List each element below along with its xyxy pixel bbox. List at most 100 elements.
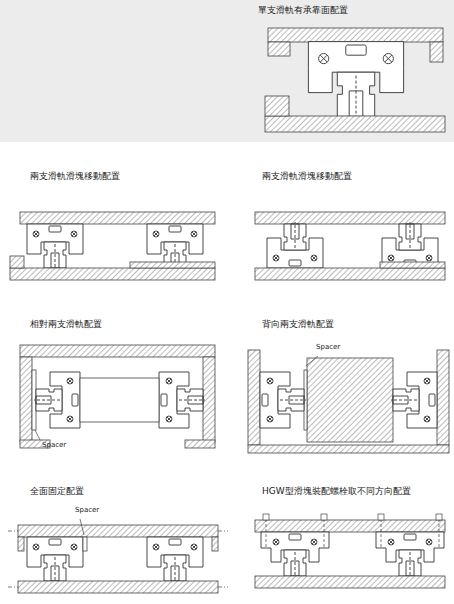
grease-nipple bbox=[404, 534, 416, 540]
bolt-hole bbox=[311, 255, 317, 261]
hatched-plate bbox=[255, 576, 445, 588]
bolt-cross bbox=[68, 379, 72, 383]
hatched-plate bbox=[20, 212, 215, 224]
bolt-hole bbox=[153, 544, 159, 550]
bolt-hole bbox=[191, 231, 197, 237]
bolt-cross bbox=[389, 256, 393, 260]
panel-title: 兩支滑軌滑塊移動配置 bbox=[262, 172, 352, 182]
hatched-plate bbox=[20, 357, 32, 442]
bolt-hole bbox=[311, 539, 317, 545]
bolt-hole bbox=[191, 544, 197, 550]
hatched-plate bbox=[248, 350, 260, 445]
guide-unit bbox=[382, 222, 438, 268]
center-line bbox=[295, 222, 296, 248]
grease-nipple bbox=[49, 226, 61, 232]
center-line bbox=[55, 244, 56, 270]
leader-line bbox=[80, 519, 84, 535]
bolt-head bbox=[263, 514, 269, 520]
hatched-plate bbox=[203, 357, 215, 442]
panel-title: 相對兩支滑軌配置 bbox=[30, 320, 102, 330]
hatched-plate bbox=[248, 445, 449, 453]
guide-unit bbox=[376, 532, 444, 578]
center-line bbox=[356, 76, 357, 120]
panel-title: 全面固定配置 bbox=[30, 487, 84, 497]
hatched-plate bbox=[10, 268, 215, 280]
bolt-cross bbox=[320, 55, 327, 62]
center-line bbox=[280, 400, 306, 401]
hatched-plate bbox=[20, 345, 215, 357]
grease-nipple bbox=[289, 260, 301, 266]
leader-line bbox=[35, 430, 40, 440]
bolt-head bbox=[378, 514, 384, 520]
bolt-hole bbox=[388, 255, 394, 261]
center-line bbox=[179, 400, 205, 401]
bolt-cross bbox=[427, 256, 431, 260]
bolt-cross bbox=[34, 545, 38, 549]
bolt-hole bbox=[388, 539, 394, 545]
bolt-cross bbox=[72, 232, 76, 236]
bolt-cross bbox=[385, 55, 392, 62]
bolt-cross bbox=[427, 540, 431, 544]
bolt-hole bbox=[273, 255, 279, 261]
guide-unit bbox=[34, 372, 80, 428]
bolt-cross bbox=[389, 540, 393, 544]
leader-line bbox=[306, 356, 318, 366]
grease-nipple bbox=[169, 539, 181, 545]
center-line bbox=[34, 400, 60, 401]
guide-unit bbox=[159, 372, 205, 428]
bolt-hole bbox=[71, 231, 77, 237]
bolt-cross bbox=[167, 417, 171, 421]
hatched-plate bbox=[268, 28, 443, 42]
grease-nipple bbox=[49, 539, 61, 545]
hatched-plate bbox=[265, 116, 445, 132]
hatched-plate bbox=[265, 96, 289, 116]
bolt-hole bbox=[319, 54, 329, 64]
guide-unit bbox=[27, 224, 83, 270]
guide-unit bbox=[267, 222, 323, 268]
part-label: Spacer bbox=[316, 344, 340, 352]
panel-title: 兩支滑軌滑塊移動配置 bbox=[30, 172, 120, 182]
hatched-plate bbox=[430, 42, 443, 62]
moving-table bbox=[83, 537, 87, 551]
hatched-plate bbox=[130, 262, 215, 268]
bolt-cross bbox=[425, 379, 429, 383]
grease-nipple bbox=[161, 394, 167, 406]
bolt-cross bbox=[268, 417, 272, 421]
bolt-head bbox=[436, 514, 442, 520]
hatched-plate bbox=[18, 581, 218, 593]
bolt-cross bbox=[192, 545, 196, 549]
center-line bbox=[55, 557, 56, 583]
bolt-cross bbox=[274, 256, 278, 260]
guide-unit bbox=[260, 372, 306, 428]
bolt-hole bbox=[267, 378, 273, 384]
hatched-plate bbox=[255, 268, 445, 280]
bolt-cross bbox=[154, 545, 158, 549]
bolt-cross bbox=[167, 379, 171, 383]
center-line bbox=[295, 552, 296, 578]
hatched-plate bbox=[18, 525, 218, 537]
center-line bbox=[8, 587, 18, 588]
hatched-plate bbox=[18, 537, 24, 551]
center-line bbox=[218, 531, 228, 532]
center-line bbox=[391, 400, 417, 401]
bolt-hole bbox=[166, 416, 172, 422]
bolt-hole bbox=[267, 416, 273, 422]
bolt-head bbox=[321, 514, 327, 520]
bolt-hole bbox=[273, 539, 279, 545]
bolt-cross bbox=[192, 232, 196, 236]
hatched-plate bbox=[185, 440, 215, 448]
bolt-hole bbox=[67, 416, 73, 422]
hatched-plate bbox=[10, 256, 24, 268]
bolt-cross bbox=[68, 417, 72, 421]
part-label: Spacer bbox=[42, 442, 66, 450]
top-band bbox=[0, 0, 454, 142]
center-line bbox=[410, 552, 411, 578]
bolt-hole bbox=[33, 544, 39, 550]
bolt-cross bbox=[154, 232, 158, 236]
bolt-cross bbox=[72, 545, 76, 549]
guide-unit bbox=[147, 537, 203, 583]
guide-unit bbox=[308, 42, 403, 120]
grease-nipple bbox=[169, 226, 181, 232]
